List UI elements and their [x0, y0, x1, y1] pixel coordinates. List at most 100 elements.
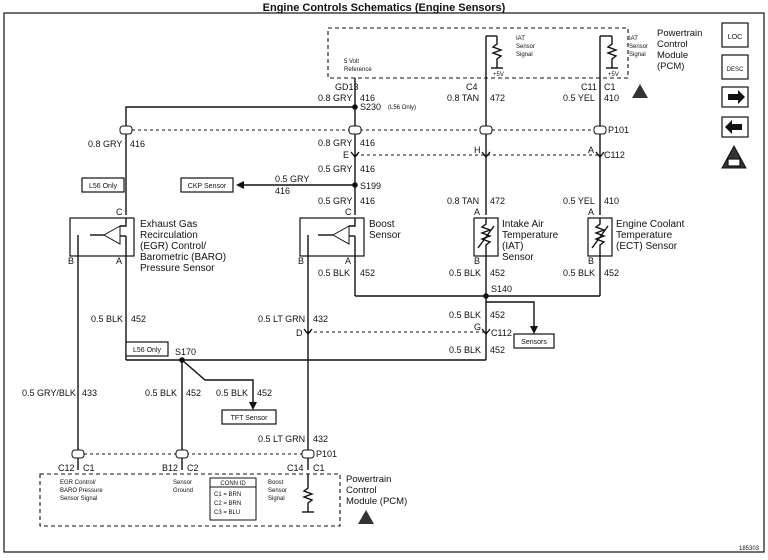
svg-text:Sensor: Sensor [516, 44, 535, 50]
svg-text:Sensor Signal: Sensor Signal [60, 496, 97, 502]
wire-labels-top: 0.8 GRY 416 0.8 TAN 472 0.5 YEL 410 0.8 … [88, 93, 619, 206]
svg-text:Sensor: Sensor [268, 488, 287, 494]
svg-text:B: B [298, 256, 304, 266]
wire-label-ckp-number: 416 [275, 186, 290, 196]
ect-sensor-thermistor [591, 218, 609, 256]
svg-text:(ECT) Sensor: (ECT) Sensor [616, 241, 678, 252]
wire-label-ckp-gauge: 0.5 GRY [275, 174, 309, 184]
wire-label-432-lower-number: 432 [313, 434, 328, 444]
l56-only-label-s170: L56 Only [133, 347, 162, 354]
svg-text:410: 410 [604, 93, 619, 103]
next-page-button[interactable] [721, 86, 749, 108]
svg-text:416: 416 [360, 138, 375, 148]
svg-text:Barometric (BARO): Barometric (BARO) [140, 252, 226, 263]
svg-text:0.8 GRY: 0.8 GRY [88, 139, 122, 149]
wire-416-egr-branch [125, 106, 355, 215]
svg-text:C3 = BLU: C3 = BLU [214, 510, 240, 516]
svg-text:Recirculation: Recirculation [140, 230, 198, 241]
svg-text:+5V: +5V [608, 72, 619, 78]
location-button[interactable]: LOC [721, 22, 749, 48]
boost-sensor-box [299, 217, 365, 257]
svg-text:B: B [588, 256, 594, 266]
wire-labels-452-lower: 0.5 BLK 452 0.5 BLK 452 [91, 314, 505, 355]
pcm-sensor-ground-label: Sensor Ground [173, 480, 193, 494]
svg-text:Powertrain: Powertrain [657, 28, 702, 39]
iat-pin-letters: A B [474, 207, 480, 266]
sensors-label: Sensors [521, 339, 547, 346]
wire-452-sensors-branch [486, 301, 535, 332]
connector-p101-top-pins [119, 125, 607, 135]
svg-text:Sensor: Sensor [502, 252, 534, 263]
svg-text:C1: C1 [604, 82, 616, 92]
ckp-arrow-icon [236, 181, 244, 189]
svg-text:C12: C12 [58, 463, 75, 473]
svg-text:0.8 TAN: 0.8 TAN [447, 196, 479, 206]
svg-text:Control: Control [657, 39, 688, 50]
svg-text:452: 452 [490, 268, 505, 278]
wire-label-tft-number: 452 [257, 388, 272, 398]
svg-text:C: C [116, 207, 123, 217]
wire-label-433-number: 433 [82, 388, 97, 398]
ckp-sensor-box [180, 177, 234, 193]
previous-page-button[interactable] [721, 116, 749, 138]
pcm-top-box [327, 27, 629, 79]
svg-text:Sensor: Sensor [369, 230, 401, 241]
svg-text:C2 = BRN: C2 = BRN [214, 501, 241, 507]
svg-text:EGR Control/: EGR Control/ [60, 480, 96, 486]
svg-text:Control: Control [346, 485, 377, 496]
sensors-box [513, 333, 555, 349]
svg-text:C2: C2 [187, 463, 199, 473]
connector-c112-lower-terminals [303, 328, 491, 336]
svg-text:0.5 BLK: 0.5 BLK [449, 268, 481, 278]
svg-text:0.8 GRY: 0.8 GRY [318, 93, 352, 103]
wire-label-452-s140-gauge: 0.5 BLK [449, 310, 481, 320]
wire-label-432-upper-number: 432 [313, 314, 328, 324]
egr-baro-sensor-box [69, 217, 135, 257]
svg-text:C: C [345, 207, 352, 217]
svg-text:Temperature: Temperature [502, 230, 559, 241]
connector-c112-pin-labels: E H A C112 [343, 145, 625, 160]
svg-text:Engine Coolant: Engine Coolant [616, 219, 685, 230]
svg-text:452: 452 [490, 345, 505, 355]
svg-text:GD13: GD13 [335, 82, 359, 92]
egr-baro-sensor-symbol [77, 218, 127, 256]
svg-text:C1: C1 [313, 463, 325, 473]
description-button[interactable]: DESC [721, 54, 749, 80]
svg-text:Temperature: Temperature [616, 230, 673, 241]
splice-s140-label: S140 [491, 284, 512, 294]
svg-text:Boost: Boost [369, 219, 395, 230]
svg-text:C1 = BRN: C1 = BRN [214, 492, 241, 498]
svg-text:LOC: LOC [728, 34, 742, 41]
pcm-iat-signal-label: IAT Sensor Signal +5V [493, 36, 535, 78]
boost-pin-letters: C B A [298, 207, 352, 266]
arrow-right-icon [728, 90, 745, 104]
iat-sensor-label: Intake Air Temperature (IAT) Sensor [502, 219, 559, 263]
ect-sensor-label: Engine Coolant Temperature (ECT) Sensor [616, 219, 685, 252]
svg-text:C4: C4 [466, 82, 478, 92]
pcm-bottom-box [39, 473, 341, 527]
svg-text:452: 452 [604, 268, 619, 278]
svg-text:IAT: IAT [629, 36, 638, 42]
svg-text:Exhaust Gas: Exhaust Gas [140, 219, 197, 230]
connector-p101-lower-pins [71, 449, 315, 459]
svg-text:B12: B12 [162, 463, 178, 473]
esd-warning-button[interactable] [721, 144, 747, 169]
conn-id-table: CONN ID C1 = BRN C2 = BRN C3 = BLU [209, 477, 257, 521]
svg-text:0.5 BLK: 0.5 BLK [318, 268, 350, 278]
connector-p101-label: P101 [608, 125, 629, 135]
pcm-boost-signal-label: Boost Sensor Signal [268, 480, 287, 502]
ckp-sensor-label: CKP Sensor [188, 183, 227, 190]
svg-text:D: D [296, 328, 303, 338]
boost-sensor-symbol [307, 218, 356, 256]
pcm-bottom-pin-labels: C12 C1 B12 C2 C14 C1 [58, 463, 325, 473]
svg-text:Module: Module [657, 50, 688, 61]
wire-452-tft-branch [181, 359, 254, 408]
svg-text:Module (PCM): Module (PCM) [346, 496, 407, 507]
svg-text:CONN ID: CONN ID [220, 481, 246, 487]
svg-text:Intake Air: Intake Air [502, 219, 544, 230]
svg-text:452: 452 [360, 268, 375, 278]
svg-text:B: B [474, 256, 480, 266]
pcm-ect-resistor [599, 35, 618, 80]
svg-text:DESC: DESC [727, 67, 744, 73]
